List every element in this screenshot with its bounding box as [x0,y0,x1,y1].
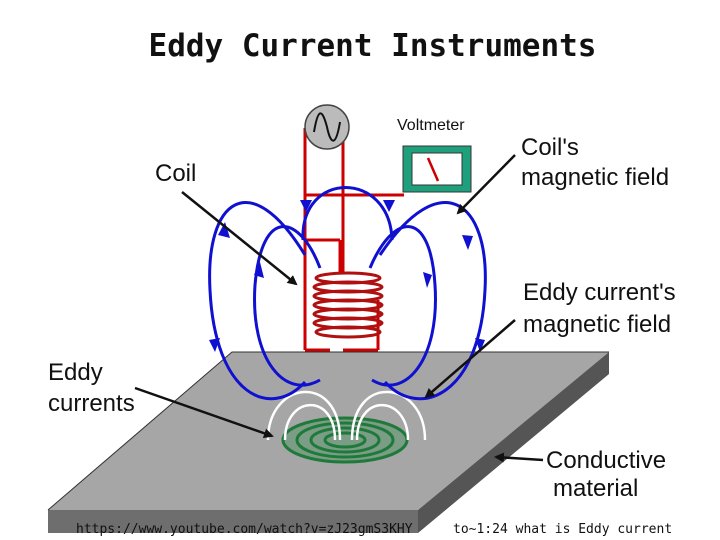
page-title: Eddy Current Instruments [148,28,597,64]
source-note: to~1:24 what is Eddy current [453,522,672,537]
coil-field-lines [208,186,487,401]
eddy-field-label-line2: magnetic field [523,311,671,338]
eddy-current-rings [281,416,409,464]
coil-label: Coil [155,160,196,187]
voltmeter-icon [402,145,472,193]
ac-source-icon [304,104,350,150]
eddy-currents-label-line2: currents [48,390,135,417]
pointer-arrows [134,154,544,463]
source-url: https://www.youtube.com/watch?v=zJ23gmS3… [76,522,413,537]
eddy-field-label-line1: Eddy current's [523,279,676,306]
coil [312,271,384,339]
coil-field-label-line1: Coil's [521,134,579,161]
eddy-field-lines [266,390,427,441]
voltmeter-label: Voltmeter [397,117,465,134]
conductive-label-line1: Conductive [546,447,666,474]
conductive-label-line2: material [553,475,638,502]
field-direction-arrows [209,200,485,352]
eddy-currents-label-line1: Eddy [48,359,103,386]
coil-field-label-line2: magnetic field [521,164,669,191]
